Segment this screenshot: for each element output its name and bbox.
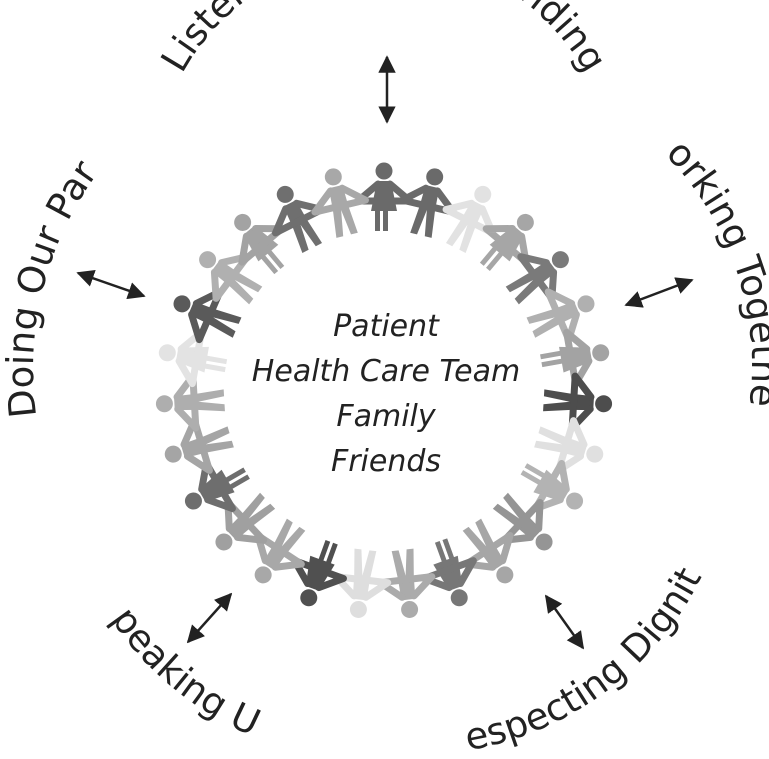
person-figure: [184, 459, 250, 513]
person-figure: [526, 288, 595, 344]
person-figure: [520, 459, 584, 513]
person-figure: [479, 213, 534, 271]
person-figure: [173, 288, 242, 344]
center-line-family: Family: [336, 399, 437, 434]
person-figure: [492, 492, 553, 551]
label-listening-understanding: Listening & Understanding: [153, 0, 616, 79]
person-figure: [442, 185, 497, 253]
person-figure: [311, 168, 370, 238]
person-figure: [199, 251, 263, 305]
person-figure: [421, 538, 477, 607]
arrow-working: [624, 277, 694, 308]
person-figure: [505, 251, 569, 305]
person-figure: [234, 213, 286, 275]
person-figure: [254, 518, 306, 584]
arrow-speaking: [186, 592, 233, 644]
arrow-doing: [76, 269, 146, 300]
person-figure: [376, 548, 436, 618]
person-figure: [332, 548, 392, 618]
label-doing-our-part: Doing Our Part: [0, 0, 106, 420]
person-figure: [534, 417, 604, 474]
person-figure: [354, 162, 414, 231]
person-figure: [215, 492, 276, 551]
center-line-friends: Friends: [331, 444, 441, 479]
center-line-health-care-team: Health Care Team: [252, 354, 520, 389]
person-figure: [540, 328, 610, 388]
person-figure: [164, 417, 234, 474]
arrow-respecting: [544, 594, 585, 650]
person-figure: [462, 518, 514, 584]
person-figure: [271, 185, 326, 253]
person-figure: [291, 540, 347, 607]
people-ring: [155, 162, 613, 618]
center-participants: Patient Health Care Team Family Friends: [252, 309, 520, 479]
person-figure: [398, 168, 457, 238]
person-figure: [543, 372, 613, 432]
person-figure: [155, 372, 225, 432]
person-figure: [158, 328, 228, 388]
center-line-patient: Patient: [333, 309, 440, 344]
